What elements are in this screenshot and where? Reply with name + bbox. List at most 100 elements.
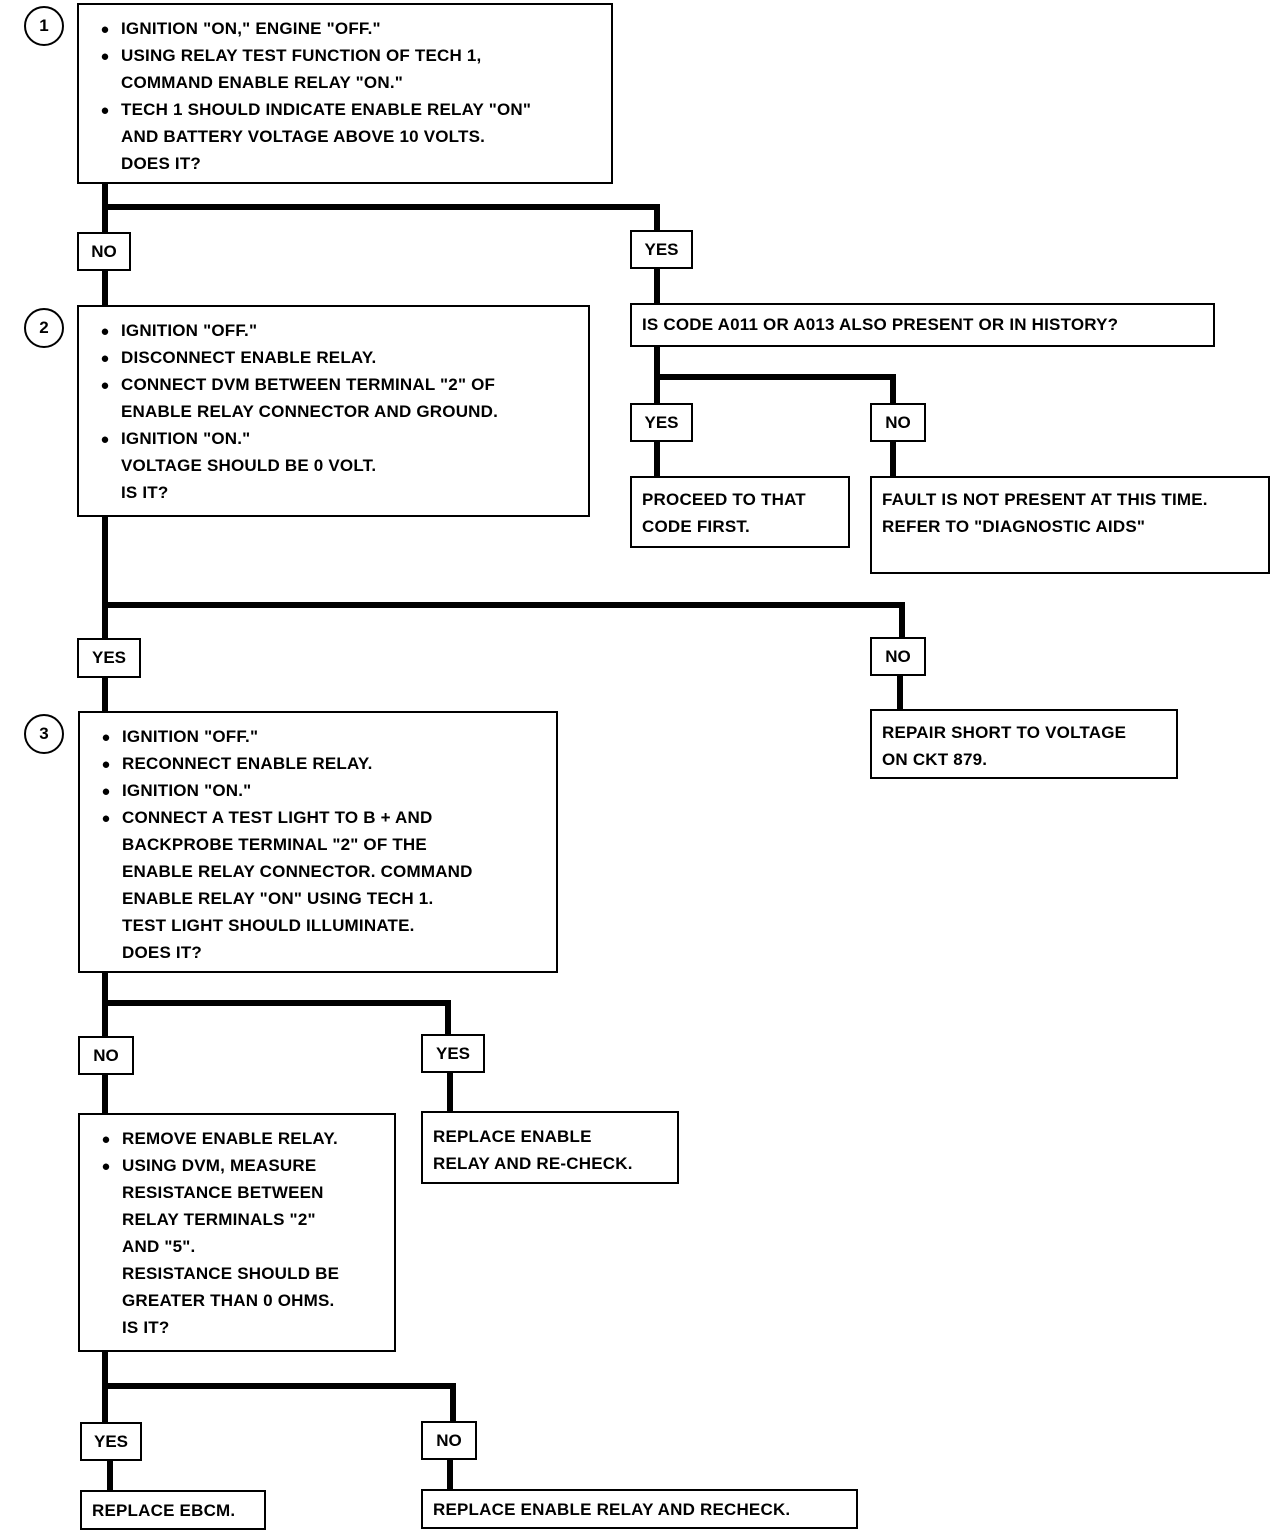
step-number-2: 2 [24,308,64,348]
text-line: ● IGNITION "OFF." [90,723,546,750]
text-line: DOES IT? [89,150,601,177]
text-line: IS IT? [89,479,578,506]
line-text: IGNITION "ON." [122,781,252,800]
bullet-icon: ● [100,350,110,367]
line-text: TEST LIGHT SHOULD ILLUMINATE. [122,916,415,935]
text-line: IS CODE A011 OR A013 ALSO PRESENT OR IN … [642,311,1203,338]
line-text: RESISTANCE BETWEEN [122,1183,324,1202]
bullet-icon: ● [101,729,111,746]
text-line: FAULT IS NOT PRESENT AT THIS TIME. [882,486,1258,513]
text-line: COMMAND ENABLE RELAY "ON." [89,69,601,96]
yes-label: YES [80,1422,142,1461]
no-label: NO [870,403,926,442]
text-line: VOLTAGE SHOULD BE 0 VOLT. [89,452,578,479]
text-line: ● RECONNECT ENABLE RELAY. [90,750,546,777]
fault-box: FAULT IS NOT PRESENT AT THIS TIME. REFER … [870,476,1270,574]
resistance-box: ●REMOVE ENABLE RELAY.●USING DVM, MEASURE… [78,1113,396,1352]
line-text: RELAY TERMINALS "2" [122,1210,316,1229]
text-line: ENABLE RELAY "ON" USING TECH 1. [90,885,546,912]
text-line: REPLACE ENABLE RELAY AND RECHECK. [433,1496,846,1523]
proceed-box: PROCEED TO THAT CODE FIRST. [630,476,850,548]
line-text: USING DVM, MEASURE [122,1156,317,1175]
bullet-icon: ● [101,1158,111,1175]
step-2-box: ● IGNITION "OFF." ● DISCONNECT ENABLE RELAY… [77,305,590,517]
bullet-icon: ● [101,756,111,773]
line-text: IGNITION "ON," ENGINE "OFF." [121,19,381,38]
line-text: RECONNECT ENABLE RELAY. [122,754,373,773]
text-line: REPLACE EBCM. [92,1497,254,1524]
text-line: IS IT? [90,1314,384,1341]
text-line: ● IGNITION "ON," ENGINE "OFF." [89,15,601,42]
text-line: ●REMOVE ENABLE RELAY. [90,1125,384,1152]
text-line: CODE FIRST. [642,513,838,540]
line-text: IS CODE A011 OR A013 ALSO PRESENT OR IN … [642,315,1119,334]
no-label: NO [870,637,926,676]
text-line: ●IGNITION "ON." [89,425,578,452]
no-label: NO [421,1421,477,1460]
line-text: REPAIR SHORT TO VOLTAGE [882,723,1127,742]
bullet-icon: ● [101,783,111,800]
bullet-icon: ● [101,810,111,827]
line-text: VOLTAGE SHOULD BE 0 VOLT. [121,456,377,475]
text-line: RESISTANCE SHOULD BE [90,1260,384,1287]
line-text: USING RELAY TEST FUNCTION OF TECH 1, [121,46,482,65]
bullet-icon: ● [100,102,110,119]
bullet-icon: ● [100,48,110,65]
text-line: ● USING RELAY TEST FUNCTION OF TECH 1, [89,42,601,69]
yes-label: YES [77,638,141,678]
yes-label: YES [421,1034,485,1073]
bullet-icon: ● [101,1131,111,1148]
no-label: NO [77,232,131,271]
text-line: RESISTANCE BETWEEN [90,1179,384,1206]
text-line: REFER TO "DIAGNOSTIC AIDS" [882,513,1258,540]
step-3-box: ● IGNITION "OFF." ● RECONNECT ENABLE RELAY.… [78,711,558,973]
bullet-icon: ● [100,431,110,448]
text-line: ENABLE RELAY CONNECTOR. COMMAND [90,858,546,885]
line-text: REPLACE EBCM. [92,1501,236,1520]
yes-label: YES [630,230,693,269]
line-text: DOES IT? [122,943,202,962]
text-line: ON CKT 879. [882,746,1166,773]
no-label: NO [78,1036,134,1075]
line-text: BACKPROBE TERMINAL "2" OF THE [122,835,427,854]
line-text: CONNECT DVM BETWEEN TERMINAL "2" OF [121,375,496,394]
line-text: RESISTANCE SHOULD BE [122,1264,340,1283]
text-line: REPAIR SHORT TO VOLTAGE [882,719,1166,746]
text-line: DOES IT? [90,939,546,966]
line-text: ENABLE RELAY "ON" USING TECH 1. [122,889,434,908]
line-text: IGNITION "OFF." [122,727,259,746]
text-line: AND BATTERY VOLTAGE ABOVE 10 VOLTS. [89,123,601,150]
line-text: ENABLE RELAY CONNECTOR AND GROUND. [121,402,499,421]
line-text: IGNITION "OFF." [121,321,258,340]
line-text: AND BATTERY VOLTAGE ABOVE 10 VOLTS. [121,127,486,146]
line-text: PROCEED TO THAT [642,490,806,509]
line-text: DISCONNECT ENABLE RELAY. [121,348,377,367]
text-line: RELAY TERMINALS "2" [90,1206,384,1233]
bullet-icon: ● [100,21,110,38]
text-line: ● DISCONNECT ENABLE RELAY. [89,344,578,371]
bullet-icon: ● [100,323,110,340]
text-line: ● TECH 1 SHOULD INDICATE ENABLE RELAY "ON… [89,96,601,123]
step-number-3: 3 [24,714,64,754]
replace-relay-recheck-box: REPLACE ENABLE RELAY AND RECHECK. [421,1489,858,1529]
line-text: REPLACE ENABLE RELAY AND RECHECK. [433,1500,791,1519]
text-line: GREATER THAN 0 OHMS. [90,1287,384,1314]
step-number-1: 1 [24,6,64,46]
line-text: CODE FIRST. [642,517,750,536]
line-text: FAULT IS NOT PRESENT AT THIS TIME. [882,490,1208,509]
text-line: PROCEED TO THAT [642,486,838,513]
text-line: BACKPROBE TERMINAL "2" OF THE [90,831,546,858]
text-line: ● IGNITION "ON." [90,777,546,804]
code-check-box: IS CODE A011 OR A013 ALSO PRESENT OR IN … [630,303,1215,347]
text-line: AND "5". [90,1233,384,1260]
line-text: RELAY AND RE-CHECK. [433,1154,633,1173]
line-text: ENABLE RELAY CONNECTOR. COMMAND [122,862,473,881]
line-text: COMMAND ENABLE RELAY "ON." [121,73,404,92]
line-text: REFER TO "DIAGNOSTIC AIDS" [882,517,1146,536]
text-line: RELAY AND RE-CHECK. [433,1150,667,1177]
line-text: IS IT? [122,1318,170,1337]
line-text: IS IT? [121,483,169,502]
line-text: GREATER THAN 0 OHMS. [122,1291,335,1310]
line-text: TECH 1 SHOULD INDICATE ENABLE RELAY "ON" [121,100,532,119]
